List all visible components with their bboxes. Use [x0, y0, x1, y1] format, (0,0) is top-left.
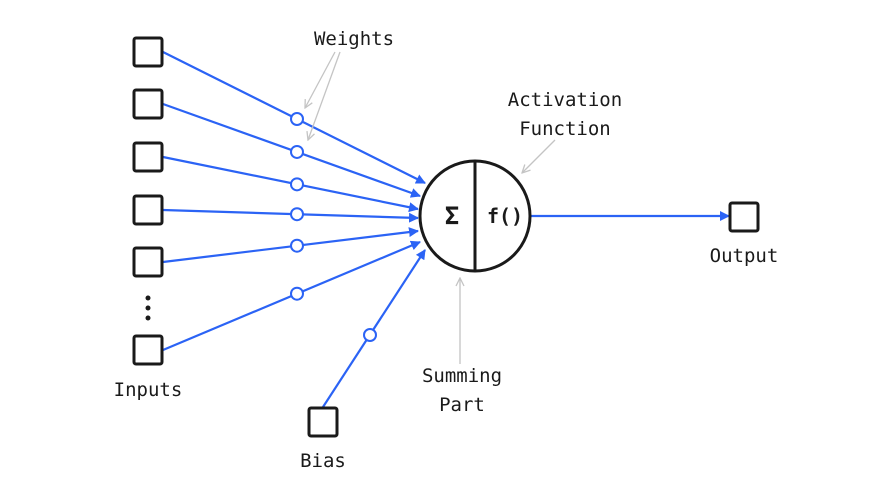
weights-label: Weights [314, 28, 394, 50]
weight-node [290, 177, 304, 192]
weight-node [290, 112, 304, 126]
input-node [132, 141, 164, 173]
weight-node [290, 207, 304, 222]
input-node [132, 246, 164, 278]
inputs-label: Inputs [114, 379, 183, 401]
weight-node [290, 286, 304, 301]
bias-connection [322, 249, 426, 408]
input-node [132, 36, 164, 68]
weights-pointer-2 [308, 51, 341, 140]
neuron: Σ f() [418, 159, 532, 273]
weights-pointer-1 [305, 51, 336, 108]
activation-function-label-line2: Function [519, 118, 611, 140]
input-node [132, 194, 164, 226]
sum-symbol: Σ [445, 202, 459, 230]
activation-function-symbol: f() [487, 204, 523, 228]
input-node [132, 334, 164, 366]
more-inputs-ellipsis [145, 295, 151, 321]
weight-node [290, 144, 304, 159]
activation-pointer [522, 139, 556, 173]
weight-node [290, 238, 304, 253]
output-label: Output [710, 245, 779, 267]
summing-part-label-line1: Summing [422, 365, 502, 387]
bias-node [307, 406, 339, 438]
activation-function-label-line1: Activation [508, 89, 622, 111]
input-node [132, 88, 164, 120]
bias-weight-node [363, 328, 377, 342]
bias-label: Bias [300, 450, 346, 472]
summing-part-label-line2: Part [439, 394, 485, 416]
output-node [728, 201, 760, 233]
